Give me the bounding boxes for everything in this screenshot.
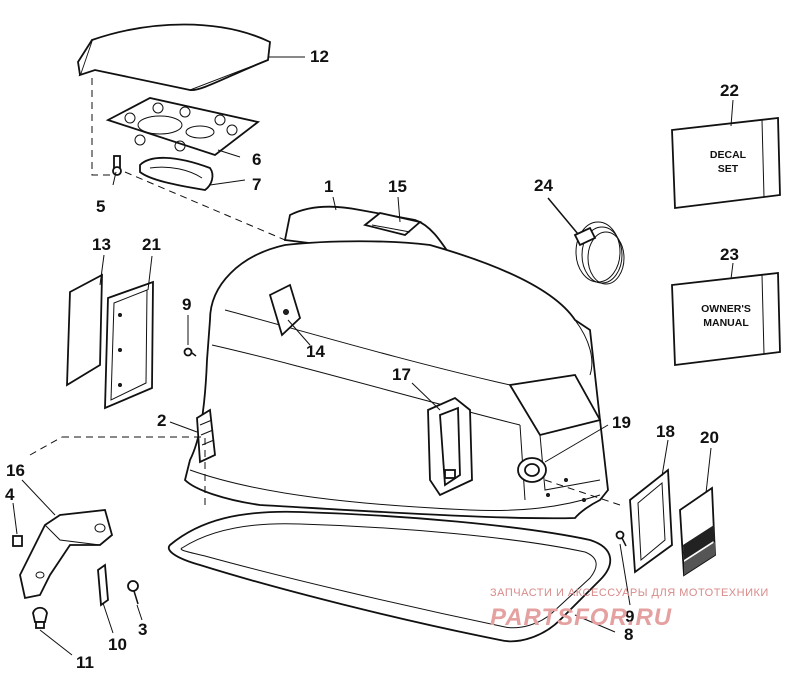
part-9-screw-right[interactable]: [615, 530, 627, 547]
part-13-sheet[interactable]: [66, 273, 103, 387]
part-4-clip[interactable]: [12, 535, 23, 547]
callout-20: 20: [700, 428, 719, 447]
decal-box-line2: SET: [718, 163, 739, 175]
part-7-seal[interactable]: [139, 156, 214, 191]
callout-22: 22: [720, 81, 739, 100]
part-24-cable[interactable]: [547, 197, 625, 285]
callout-16: 16: [6, 461, 25, 480]
callout-5: 5: [96, 197, 105, 216]
assembly-dashed-lines: [29, 78, 621, 506]
manual-box-line1: OWNER'S: [701, 303, 751, 315]
part-14-side-plate[interactable]: [268, 283, 302, 337]
part-6-gasket-plate[interactable]: [105, 97, 261, 157]
owners-manual-box[interactable]: OWNER'S MANUAL: [671, 271, 781, 367]
callout-labels: 1 2 3 4 5 6 7 8 9 9 10 11 12 13 14 15 16…: [5, 47, 739, 672]
callout-2: 2: [157, 411, 166, 430]
callout-15: 15: [388, 177, 407, 196]
callout-3: 3: [138, 620, 147, 639]
callout-19: 19: [612, 413, 631, 432]
callout-1: 1: [324, 177, 333, 196]
decal-box-line1: DECAL: [710, 149, 747, 161]
part-19-grommet[interactable]: [517, 457, 547, 483]
part-15-vent[interactable]: [363, 212, 422, 236]
callout-4: 4: [5, 485, 15, 504]
callout-9-left: 9: [182, 295, 191, 314]
callout-13: 13: [92, 235, 111, 254]
callout-10: 10: [108, 635, 127, 654]
watermark: ЗАПЧАСТИ И АКСЕССУАРЫ ДЛЯ МОТОТЕХНИКИ PA…: [490, 587, 769, 631]
part-5-screw[interactable]: [112, 155, 122, 176]
part-20-decal-panel[interactable]: [679, 486, 716, 577]
callout-24: 24: [534, 176, 553, 195]
callout-14: 14: [306, 342, 325, 361]
callout-17: 17: [392, 365, 411, 384]
callout-7: 7: [252, 175, 261, 194]
callout-18: 18: [656, 422, 675, 441]
part-3-screw[interactable]: [127, 580, 139, 605]
part-16-bracket[interactable]: [19, 509, 114, 600]
callout-21: 21: [142, 235, 161, 254]
callout-6: 6: [252, 150, 261, 169]
part-9-screw-left[interactable]: [183, 347, 197, 357]
manual-box-line2: MANUAL: [703, 317, 749, 329]
part-2-side-vent[interactable]: [196, 408, 216, 464]
callout-23: 23: [720, 245, 739, 264]
leader-lines: [12, 56, 734, 656]
callout-8: 8: [624, 625, 633, 644]
watermark-line2: PARTSFOR.RU: [490, 604, 672, 631]
part-10-retainer-clip[interactable]: [97, 563, 109, 607]
watermark-line1: ЗАПЧАСТИ И АКСЕССУАРЫ ДЛЯ МОТОТЕХНИКИ: [490, 587, 769, 599]
part-8-seal-ring[interactable]: [167, 510, 612, 643]
part-11-bumper[interactable]: [32, 606, 48, 629]
part-12-top-cover[interactable]: [77, 23, 271, 91]
callout-12: 12: [310, 47, 329, 66]
part-21-panel[interactable]: [104, 280, 154, 410]
part-17-latch[interactable]: [427, 396, 473, 497]
decal-set-box[interactable]: DECAL SET: [671, 116, 781, 210]
part-18-frame[interactable]: [629, 468, 673, 574]
callout-9-right: 9: [625, 607, 634, 626]
callout-11: 11: [76, 653, 94, 672]
